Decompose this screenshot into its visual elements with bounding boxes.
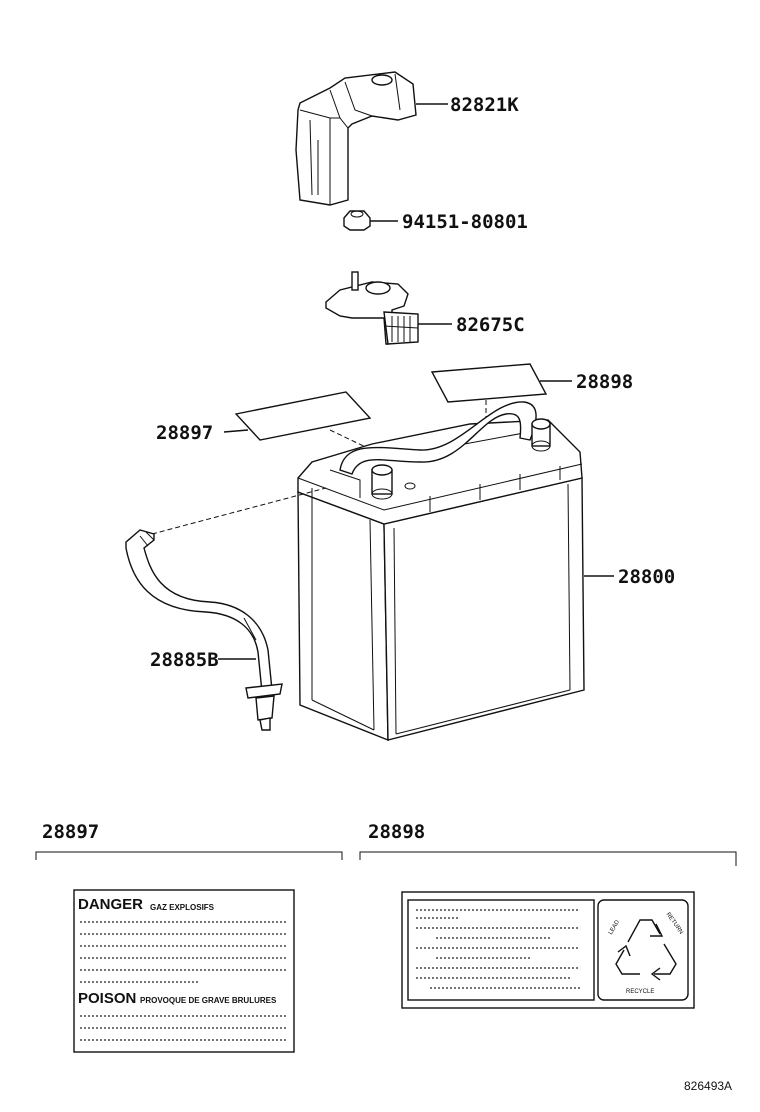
poison-heading: POISON (78, 990, 136, 1007)
recycle-label-detail: LEAD RETURN RECYCLE (401, 891, 695, 1009)
warning-label-detail: DANGER GAZ EXPLOSIFS POISON PROVOQUE DE … (73, 889, 295, 1053)
nut-part: 94151-80801 (343, 210, 528, 233)
poison-subheading: PROVOQUE DE GRAVE BRULURES (140, 996, 277, 1005)
part-label-28897: 28897 (156, 422, 213, 444)
danger-subheading: GAZ EXPLOSIFS (150, 903, 215, 912)
figure-id: 826493A (684, 1079, 732, 1093)
vent-hose-part: 28885B (125, 487, 327, 731)
section-bracket-left (35, 851, 343, 860)
section-title-28898: 28898 (368, 821, 425, 843)
recycle-text-recycle: RECYCLE (626, 989, 654, 995)
part-label-28898: 28898 (576, 371, 633, 393)
battery-part: 28800 (297, 401, 675, 742)
battery-terminal-part: 82675C (325, 271, 525, 345)
part-label-28885b: 28885B (150, 649, 219, 671)
part-label-82821k: 82821K (450, 94, 519, 116)
terminal-cover-part: 82821K (295, 71, 519, 206)
part-label-82675c: 82675C (456, 314, 525, 336)
section-bracket-right (359, 851, 737, 866)
label-28897-sheet: 28897 (156, 391, 377, 453)
part-label-28800: 28800 (618, 566, 675, 588)
danger-heading: DANGER (78, 896, 143, 913)
part-label-94151-80801: 94151-80801 (402, 211, 528, 233)
recycle-icon (615, 919, 677, 981)
label-28898-sheet: 28898 (430, 363, 633, 418)
section-title-28897: 28897 (42, 821, 99, 843)
